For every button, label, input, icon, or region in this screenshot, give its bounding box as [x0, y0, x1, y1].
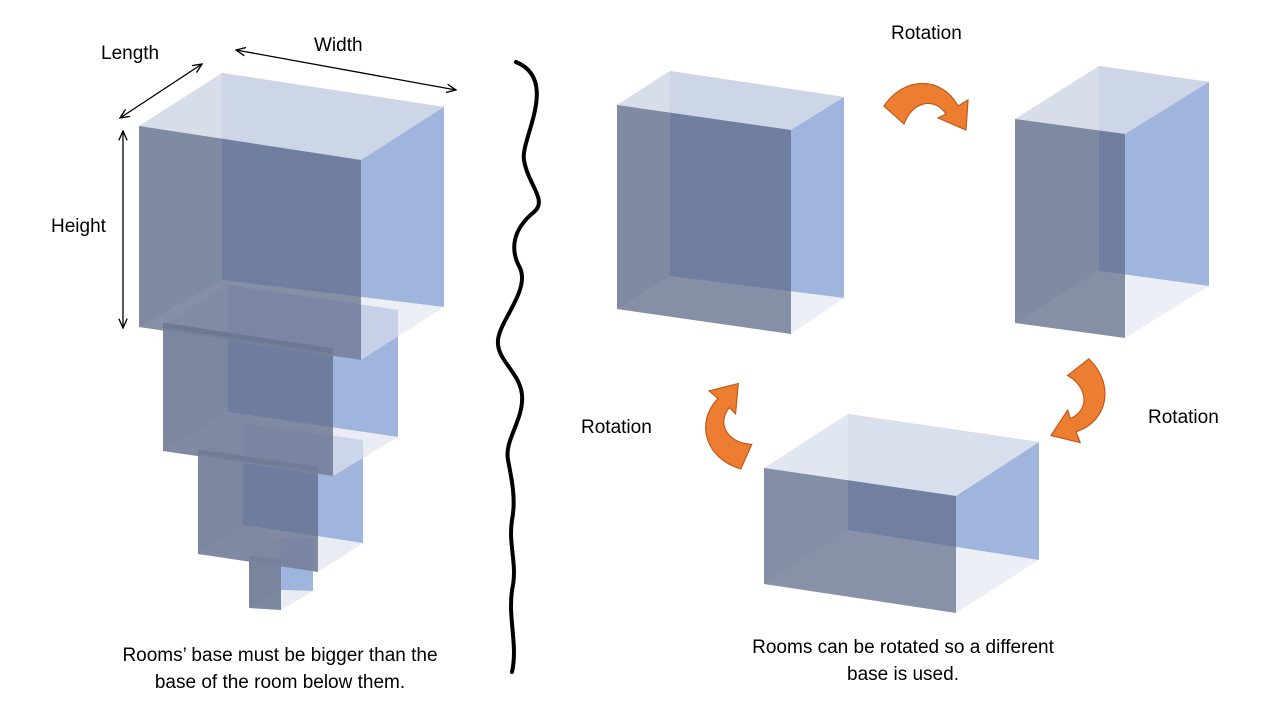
- rotation-arrow-icon-top: [883, 82, 969, 131]
- room-box-1: [139, 73, 444, 360]
- width-label: Width: [314, 35, 363, 56]
- left-caption-line-1: Rooms’ base must be bigger than the: [122, 645, 438, 666]
- width-dimension-arrow: [236, 50, 456, 90]
- length-label: Length: [101, 43, 159, 64]
- rotation-box-2: [1015, 66, 1209, 338]
- left-caption-line-2: base of the room below them.: [154, 672, 406, 693]
- rotation-label-right: Rotation: [1148, 407, 1219, 428]
- room-stack: [139, 73, 444, 610]
- rotation-arrow-icon-left: [692, 380, 765, 477]
- rotation-box-3: [764, 414, 1039, 613]
- right-caption-line-2: base is used.: [847, 664, 959, 685]
- rotation-label-top: Rotation: [891, 23, 962, 44]
- rotation-arrow-icon-right: [1050, 354, 1112, 447]
- divider-wavy-line: [495, 60, 541, 674]
- height-label: Height: [51, 216, 107, 237]
- rotation-label-left: Rotation: [581, 417, 652, 438]
- left-caption: Rooms’ base must be bigger than the base…: [70, 642, 490, 696]
- right-caption: Rooms can be rotated so a different base…: [693, 634, 1113, 688]
- right-caption-line-1: Rooms can be rotated so a different: [752, 637, 1054, 658]
- rotation-box-1: [617, 71, 844, 334]
- length-dimension-arrow: [120, 64, 202, 118]
